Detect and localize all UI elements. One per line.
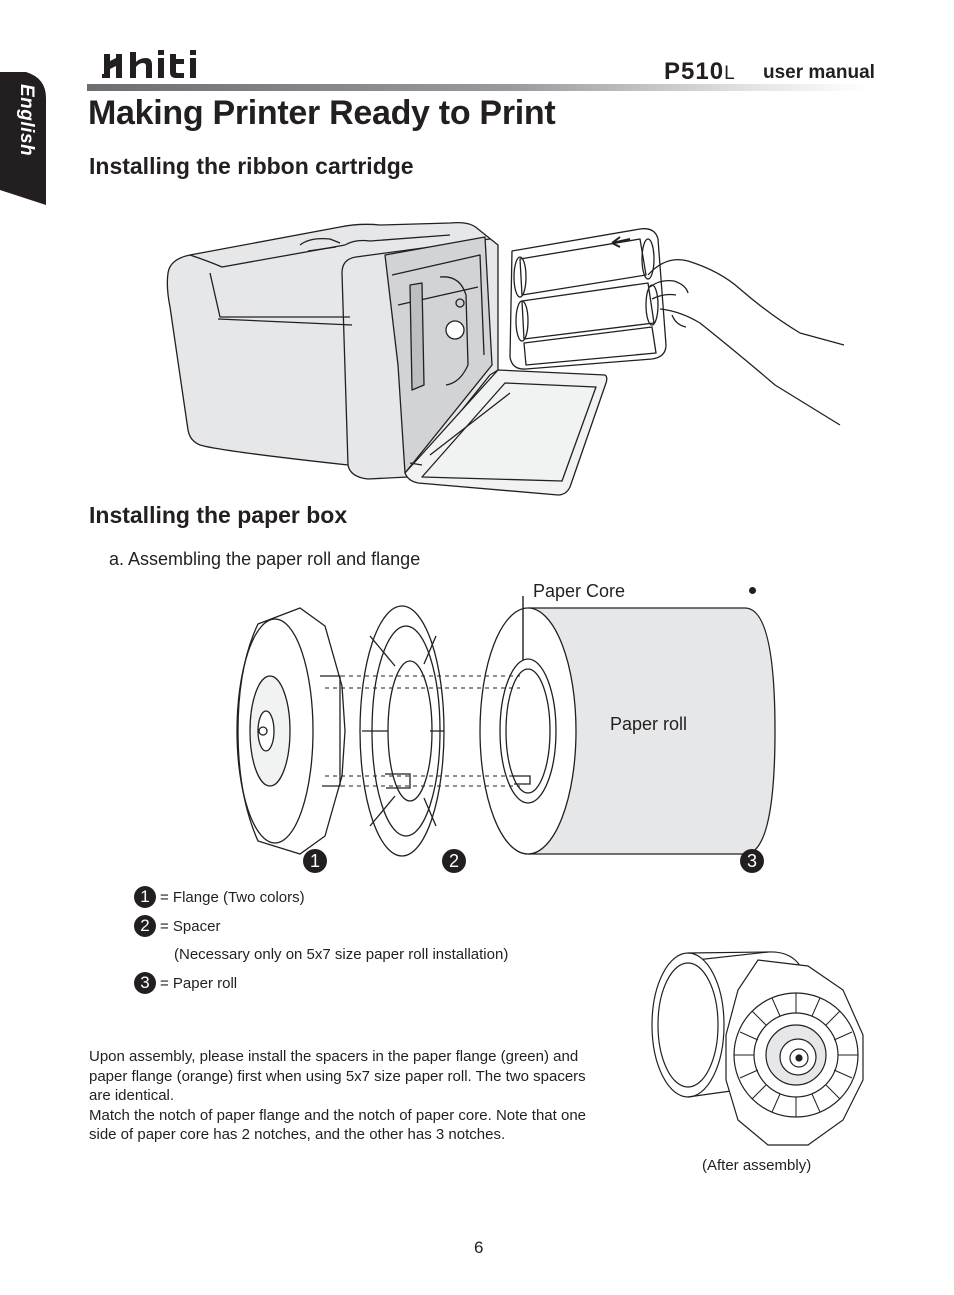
language-tab-shape [0, 72, 46, 205]
core-dot [749, 587, 756, 594]
legend-row: (Necessary only on 5x7 size paper roll i… [174, 946, 508, 963]
exploded-assembly-illustration [230, 587, 790, 866]
printer-illustration [160, 215, 850, 500]
callout-2: 2 [442, 849, 466, 873]
assembly-subheading: a. Assembling the paper roll and flange [109, 549, 421, 569]
header-rule [87, 84, 867, 91]
legend-number: 1 [134, 886, 156, 908]
note-line: paper flange (orange) first when using 5… [89, 1067, 586, 1085]
after-assembly-caption: (After assembly) [702, 1157, 812, 1174]
section-heading-paper-box: Installing the paper box [89, 502, 348, 528]
legend-text: = Paper roll [160, 974, 238, 992]
manual-label: user manual [763, 62, 875, 83]
model-suffix: L [724, 63, 736, 84]
hiti-logo [100, 44, 215, 84]
paper-core-label: Paper Core [533, 581, 626, 601]
callout-3: 3 [740, 849, 764, 873]
legend-number: 2 [134, 915, 156, 937]
after-assembly-illustration [648, 940, 873, 1150]
note-line: are identical. [89, 1087, 175, 1104]
language-tab: English [0, 72, 46, 205]
legend-text: = Flange (Two colors) [160, 888, 305, 906]
legend-row: 1 = Flange (Two colors) [134, 886, 305, 908]
legend-text: = Spacer [160, 917, 221, 935]
callout-1: 1 [303, 849, 327, 873]
page-title: Making Printer Ready to Print [88, 94, 556, 132]
page-number: 6 [474, 1238, 484, 1257]
paper-roll-label: Paper roll [610, 714, 688, 734]
language-label: English [16, 84, 37, 157]
legend-row: 2 = Spacer [134, 915, 220, 937]
legend-number: 3 [134, 972, 156, 994]
section-heading-ribbon: Installing the ribbon cartridge [89, 153, 414, 179]
legend-text: (Necessary only on 5x7 size paper roll i… [174, 946, 509, 963]
model-name: P510L [664, 58, 736, 85]
legend-row: 3 = Paper roll [134, 972, 237, 994]
note-line: Match the notch of paper flange and the … [89, 1106, 587, 1124]
note-line: side of paper core has 2 notches, and th… [89, 1126, 506, 1143]
assembly-note: Upon assembly, please install the spacer… [89, 1047, 634, 1145]
note-line: Upon assembly, please install the spacer… [89, 1048, 579, 1065]
